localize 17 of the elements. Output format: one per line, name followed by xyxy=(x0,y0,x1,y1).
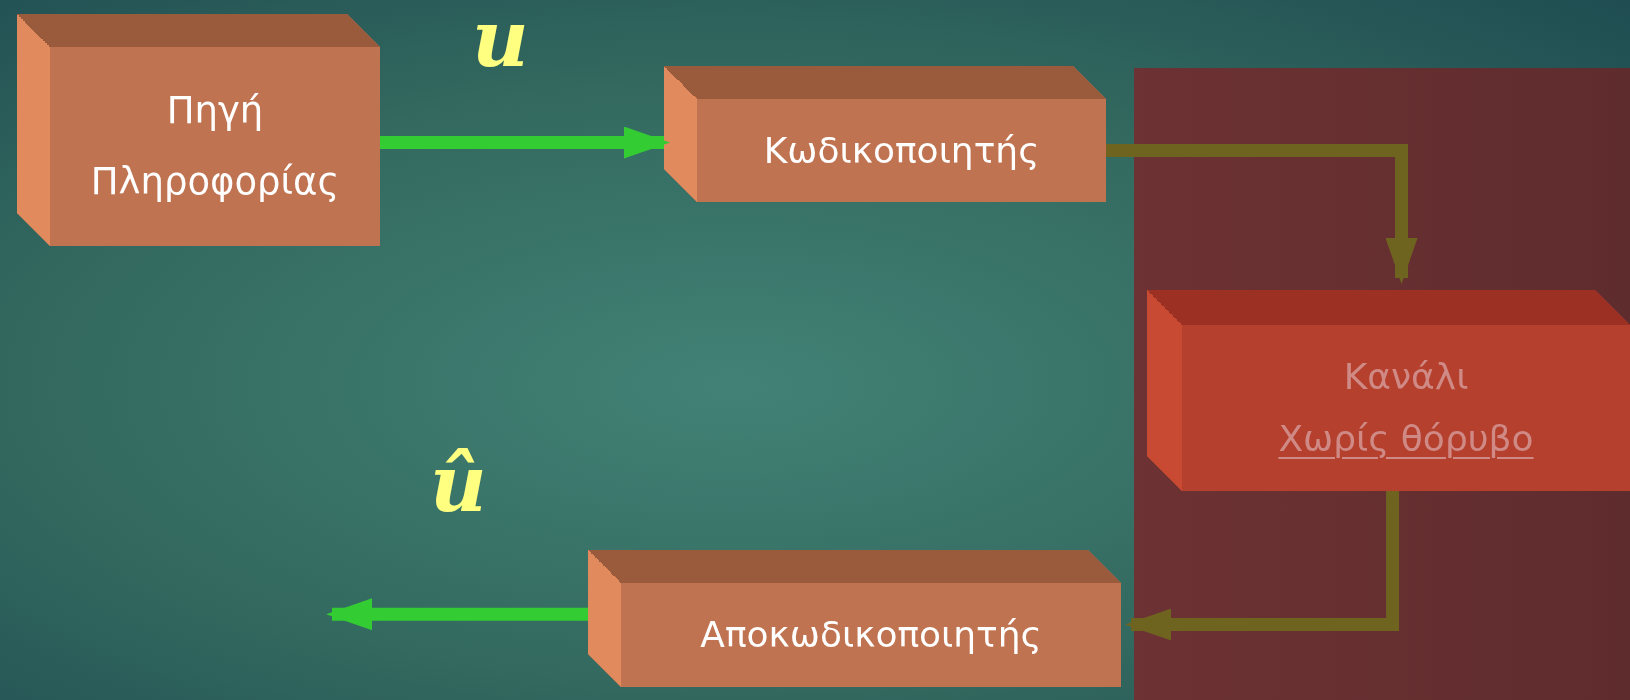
arrow xyxy=(380,126,670,159)
channel-panel xyxy=(1134,68,1630,700)
process-block xyxy=(664,66,1106,202)
arrow xyxy=(326,598,588,631)
block-label: Κανάλι xyxy=(1343,357,1469,397)
block-label: Κωδικοποιητής xyxy=(763,130,1040,171)
block-label: Πληροφορίας xyxy=(90,161,340,203)
arrow xyxy=(1125,491,1400,641)
block-label: Χωρίς θόρυβο xyxy=(1278,419,1534,459)
block-label: Πηγή xyxy=(166,90,264,132)
block-label: Αποκωδικοποιητής xyxy=(700,615,1042,655)
edge-label: u xyxy=(472,0,529,78)
process-block xyxy=(17,14,380,246)
edge-label: û xyxy=(430,445,487,524)
process-block xyxy=(588,550,1121,687)
arrow xyxy=(1106,144,1418,284)
process-block xyxy=(1147,290,1630,491)
